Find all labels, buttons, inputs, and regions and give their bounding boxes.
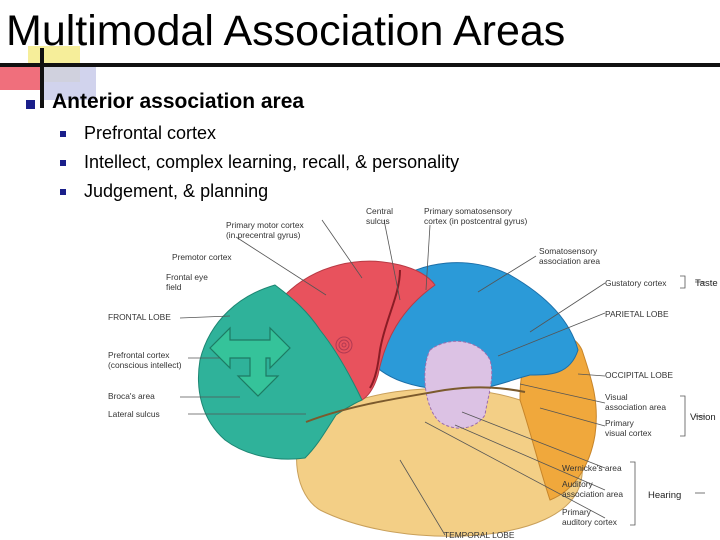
lateral-sulcus-line (305, 386, 526, 423)
label-lateral-sulcus: Lateral sulcus (108, 409, 160, 419)
bullet-marker (26, 100, 35, 109)
label-auditory-assoc-line2: association area (562, 489, 623, 499)
label-premotor: Premotor cortex (172, 252, 232, 262)
label-wernickes-area: Wernicke's area (562, 463, 622, 473)
bullet-anterior-association: Anterior association area (52, 90, 305, 113)
label-occipital-lobe: OCCIPITAL LOBE (605, 370, 673, 380)
label-frontal-eye-line2: field (166, 282, 182, 292)
label-central-sulcus-line1: Central (366, 206, 393, 216)
label-prefrontal-line2: (conscious intellect) (108, 360, 182, 370)
label-brocas-area: Broca's area (108, 391, 155, 401)
wernickes-area-region (424, 340, 493, 429)
label-primary-visual-line2: visual cortex (605, 428, 652, 438)
sub-bullet-marker (60, 189, 66, 195)
label-prefrontal-line1: Prefrontal cortex (108, 350, 170, 360)
label-gustatory: Gustatory cortex (605, 278, 667, 288)
label-hearing: Hearing (648, 490, 681, 501)
label-brackets (630, 275, 686, 526)
label-parietal-lobe: PARIETAL LOBE (605, 309, 669, 319)
label-frontal-eye-line1: Frontal eye (166, 272, 208, 282)
label-taste: Taste (695, 278, 718, 289)
prefrontal-arrow-icon (209, 326, 291, 397)
sub-bullet-intellect: Intellect, complex learning, recall, & p… (84, 152, 460, 172)
label-temporal-lobe: TEMPORAL LOBE (444, 530, 515, 540)
leader-lines (179, 219, 705, 536)
slide-title: Multimodal Association Areas (6, 7, 566, 55)
decor-red-square (0, 66, 40, 90)
label-central-sulcus-line2: sulcus (366, 216, 390, 226)
label-primary-somato-line2: cortex (in postcentral gyrus) (424, 216, 528, 226)
label-visual-assoc-line1: Visual (605, 392, 628, 402)
frontal-eye-field (335, 336, 353, 354)
label-primary-motor-line1: Primary motor cortex (226, 220, 305, 230)
decor-horizontal-rule (0, 63, 720, 67)
label-visual-assoc-line2: association area (605, 402, 666, 412)
parietal-lobe-region (374, 262, 579, 391)
occipital-lobe-region (519, 334, 597, 501)
sub-bullet-marker (60, 131, 66, 137)
title-decoration (0, 46, 720, 108)
label-somato-assoc-line1: Somatosensory (539, 246, 598, 256)
label-primary-auditory-line1: Primary (562, 507, 592, 517)
decor-vertical-rule (40, 48, 44, 108)
label-somato-assoc-line2: association area (539, 256, 600, 266)
label-auditory-assoc-line1: Auditory (562, 479, 594, 489)
sub-bullet-prefrontal: Prefrontal cortex (84, 123, 217, 143)
brain-diagram: Central sulcus Primary motor cortex (in … (108, 206, 718, 540)
label-frontal-lobe: FRONTAL LOBE (108, 312, 171, 322)
label-primary-motor-line2: (in precentral gyrus) (226, 230, 301, 240)
central-sulcus-line (369, 269, 401, 389)
decor-blue-square (40, 64, 96, 100)
label-primary-auditory-line2: auditory cortex (562, 517, 618, 527)
label-primary-somato-line1: Primary somatosensory (424, 206, 513, 216)
sub-bullet-marker (60, 160, 66, 166)
sub-bullet-judgement: Judgement, & planning (84, 181, 269, 201)
label-vision: Vision (690, 412, 716, 423)
label-primary-visual-line1: Primary (605, 418, 635, 428)
